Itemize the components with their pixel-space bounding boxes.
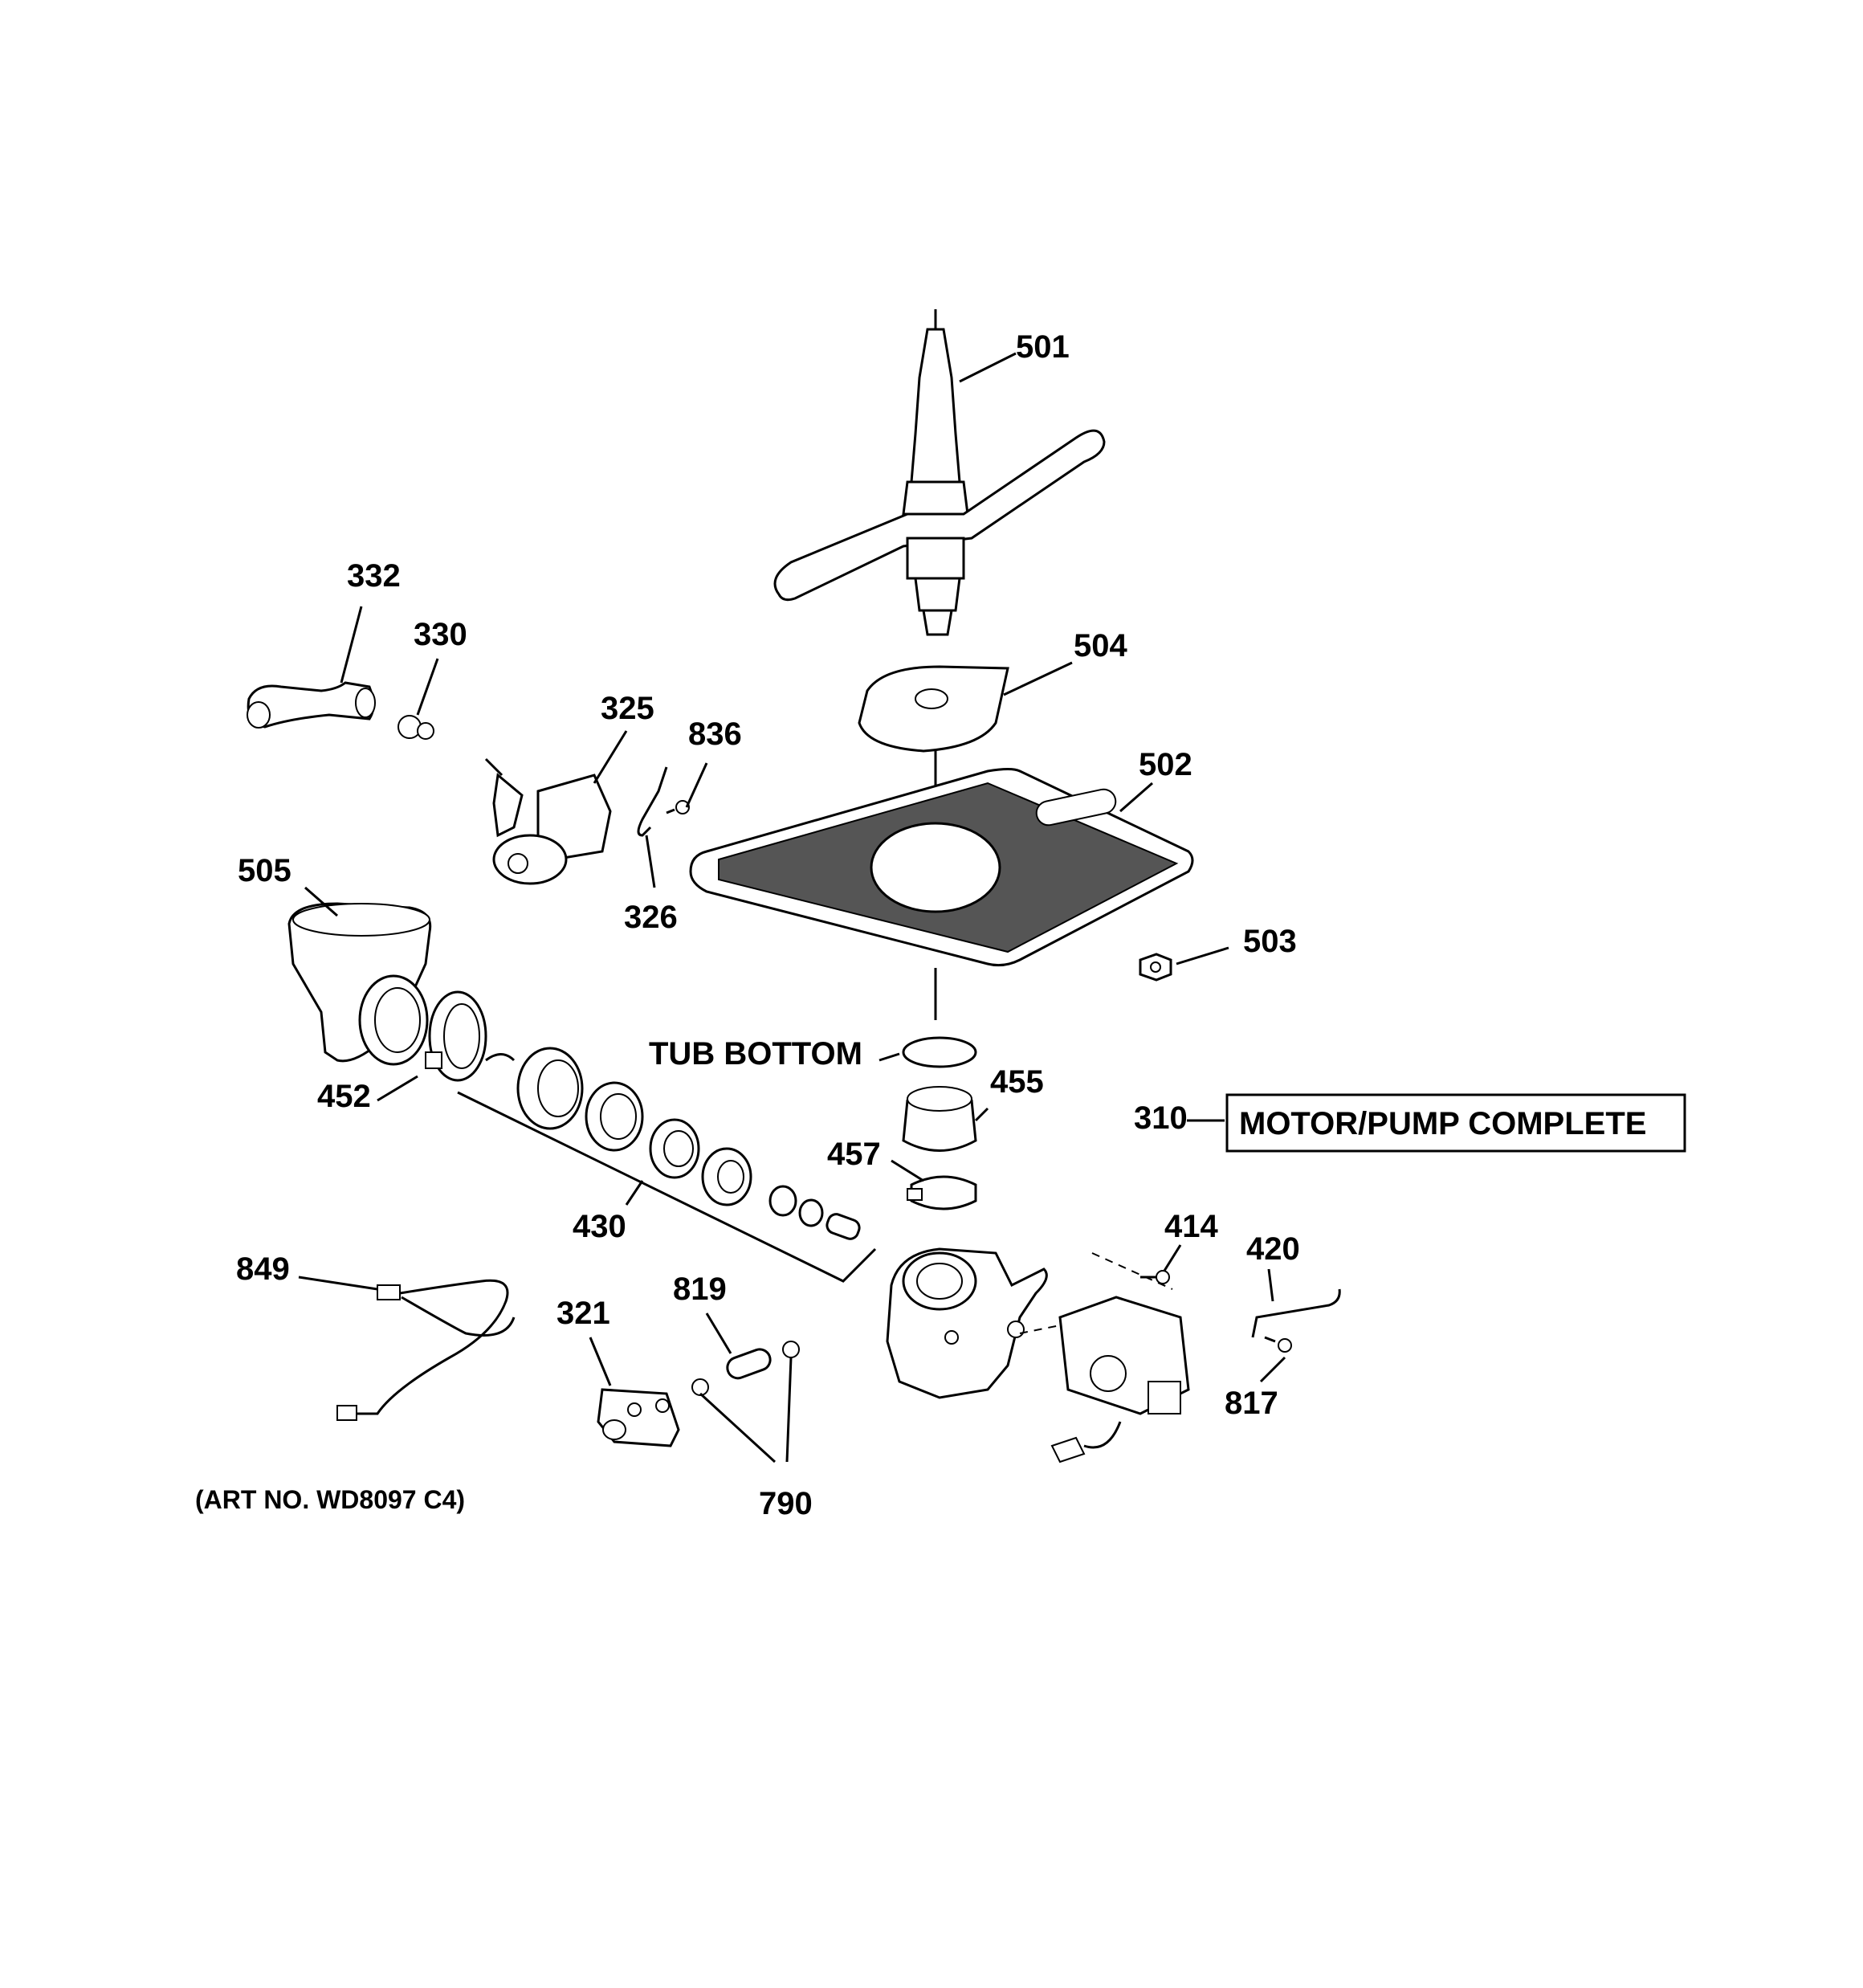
tub-bottom-label: TUB BOTTOM <box>649 1036 862 1072</box>
spray-arm-assembly <box>773 309 1106 636</box>
pump-housing-310 <box>886 1247 1048 1399</box>
sump-505 <box>287 902 432 1066</box>
valve-321 <box>597 1388 680 1447</box>
callout-819: 819 <box>673 1272 727 1307</box>
callout-505: 505 <box>238 853 291 888</box>
callout-455: 455 <box>990 1064 1044 1100</box>
pump-parts-430 <box>457 1047 877 1283</box>
motor-310 <box>1019 1296 1190 1463</box>
callout-330: 330 <box>414 617 467 652</box>
callout-414: 414 <box>1164 1209 1218 1244</box>
bracket-420 <box>1251 1288 1341 1338</box>
cover-504 <box>858 665 1009 900</box>
callout-325: 325 <box>601 691 654 726</box>
nut-503 <box>1139 953 1172 982</box>
drain-valve-325 <box>484 757 612 885</box>
screw-817 <box>1264 1336 1292 1353</box>
callout-430: 430 <box>573 1209 626 1244</box>
callout-790: 790 <box>759 1486 813 1521</box>
callout-457: 457 <box>827 1137 881 1172</box>
art-number: (ART NO. WD8097 C4) <box>195 1485 465 1514</box>
callout-321: 321 <box>556 1296 610 1331</box>
tube-819 <box>726 1348 772 1380</box>
callout-504: 504 <box>1074 628 1127 663</box>
callout-817: 817 <box>1225 1386 1278 1421</box>
hose-332 <box>247 681 376 729</box>
wire-harness-849 <box>336 1279 516 1421</box>
gasket-455 <box>902 1036 977 1068</box>
motor-pump-box <box>1225 1093 1686 1153</box>
clamp-ring-452 <box>425 990 516 1082</box>
clamp-457 <box>907 1175 977 1210</box>
callout-labels: 501 504 502 503 332 330 325 836 326 505 … <box>195 329 1686 1521</box>
motor-pump-complete-label: MOTOR/PUMP COMPLETE <box>1239 1106 1646 1141</box>
bellows-455 <box>902 1086 977 1152</box>
screw-414 <box>1091 1252 1173 1290</box>
callout-310: 310 <box>1134 1100 1188 1136</box>
bracket-326 <box>637 766 668 837</box>
callout-503: 503 <box>1243 924 1297 959</box>
clamp-330 <box>397 715 434 740</box>
callout-332: 332 <box>347 558 401 594</box>
callout-501: 501 <box>1016 329 1070 365</box>
callout-452: 452 <box>317 1079 371 1114</box>
callout-326: 326 <box>624 900 678 935</box>
callout-836: 836 <box>688 716 742 752</box>
callout-420: 420 <box>1246 1231 1300 1267</box>
filter-plate-502 <box>689 768 1194 1020</box>
callout-849: 849 <box>236 1251 290 1287</box>
screw-836 <box>666 800 690 814</box>
callout-502: 502 <box>1139 747 1192 782</box>
leader-lines <box>298 352 1286 1463</box>
